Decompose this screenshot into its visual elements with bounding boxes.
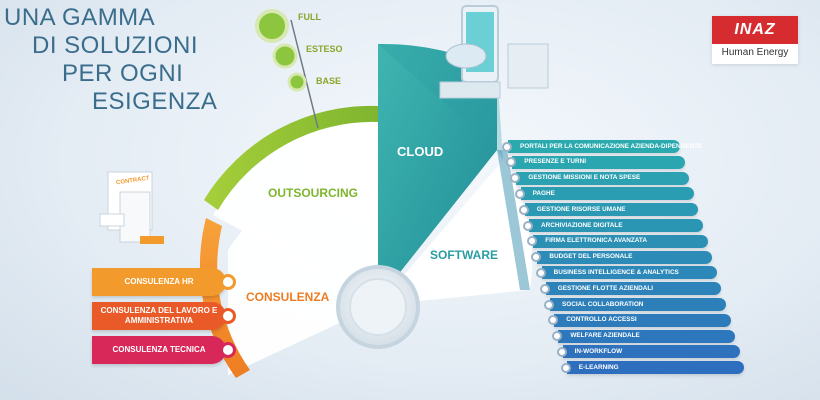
consulenza-item-tecnica[interactable]: CONSULENZA TECNICA: [92, 336, 236, 364]
outsourcing-base-2: [310, 116, 378, 305]
headline-line-4: ESIGENZA: [92, 88, 218, 115]
headline-line-1: UNA GAMMA: [4, 4, 156, 31]
software-item-label: PAGHE: [532, 189, 555, 197]
software-item[interactable]: GESTIONE RISORSE UMANE: [524, 203, 699, 217]
software-item[interactable]: SOCIAL COLLABORATION: [550, 298, 726, 311]
software-item[interactable]: PRESENZE E TURNI: [512, 155, 685, 169]
software-item-dot: [527, 236, 538, 247]
software-item-label: E-LEARNING: [578, 363, 619, 371]
software-item-dot: [552, 331, 563, 342]
software-item-label: FIRMA ELETTRONICA AVANZATA: [545, 237, 647, 245]
consulenza-item-ring: [220, 308, 236, 324]
software-item[interactable]: GESTIONE FLOTTE AZIENDALI: [545, 282, 722, 296]
headline-line-2: DI SOLUZIONI: [32, 32, 199, 59]
level-stick: [290, 19, 319, 129]
software-item[interactable]: CONTROLLO ACCESSI: [554, 313, 731, 327]
software-item[interactable]: ARCHIVIAZIONE DIGITALE: [529, 219, 703, 232]
inaz-logo: INAZ Human Energy: [712, 16, 798, 64]
software-item-dot: [535, 267, 546, 278]
software-item-label: GESTIONE FLOTTE AZIENDALI: [557, 284, 654, 292]
cloud-wedge: [378, 43, 497, 305]
software-item-label: GESTIONE RISORSE UMANE: [536, 205, 626, 213]
level-full-icon: [255, 9, 289, 43]
logo-tagline: Human Energy: [721, 47, 789, 58]
software-item-dot: [502, 141, 512, 152]
software-item-dot: [544, 299, 554, 310]
software-item-dot: [523, 220, 533, 231]
software-item-label: CONTROLLO ACCESSI: [566, 316, 637, 324]
consulenza-item-label: CONSULENZA TECNICA: [112, 345, 206, 354]
software-item[interactable]: GESTIONE MISSIONI E NOTA SPESE: [516, 171, 690, 185]
software-item-dot: [539, 283, 550, 294]
software-item-label: BUDGET DEL PERSONALE: [549, 253, 633, 261]
segment-software[interactable]: SOFTWARE: [430, 248, 498, 262]
software-item-label: ARCHIVIAZIONE DIGITALE: [541, 221, 623, 229]
software-item[interactable]: BUSINESS INTELLIGENCE & ANALYTICS: [541, 266, 717, 280]
outsourcing-base: [213, 128, 378, 305]
level-esteso-icon: [272, 43, 298, 69]
segment-outsourcing[interactable]: OUTSOURCING: [268, 186, 358, 200]
software-item-dot: [514, 188, 525, 199]
software-item-label: GESTIONE MISSIONI E NOTA SPESE: [528, 174, 641, 182]
level-esteso-label: ESTESO: [306, 44, 343, 54]
software-item-label: WELFARE AZIENDALE: [570, 332, 640, 340]
segment-cloud[interactable]: CLOUD: [397, 144, 444, 159]
consulenza-item-hr[interactable]: CONSULENZA HR: [92, 268, 236, 296]
segment-consulenza[interactable]: CONSULENZA: [246, 290, 330, 304]
software-item[interactable]: PORTALI PER LA COMUNICAZIONE AZIENDA-DIP…: [508, 140, 702, 153]
consulenza-base: [228, 222, 378, 375]
logo-brand: INAZ: [712, 16, 798, 44]
software-item-dot: [548, 315, 559, 326]
level-base-icon: [287, 72, 307, 92]
software-base: [378, 160, 533, 305]
consulenza-item-label: CONSULENZA HR: [124, 277, 194, 286]
level-full-label: FULL: [298, 12, 321, 22]
level-base-label: BASE: [316, 76, 342, 86]
consulenza-item-label: CONSULENZA DEL LAVORO E AMMINISTRATIVA: [100, 306, 218, 325]
consulenza-item-lavoro[interactable]: CONSULENZA DEL LAVORO E AMMINISTRATIVA: [92, 302, 236, 330]
headline-line-3: PER OGNI: [62, 60, 184, 87]
software-item-label: PRESENZE E TURNI: [524, 158, 586, 166]
software-item-label: PORTALI PER LA COMUNICAZIONE AZIENDA-DIP…: [520, 142, 703, 150]
software-item[interactable]: BUDGET DEL PERSONALE: [537, 250, 713, 264]
software-item[interactable]: WELFARE AZIENDALE: [558, 329, 736, 343]
consulenza-item-ring: [220, 274, 236, 290]
software-item[interactable]: IN-WORKFLOW: [562, 345, 740, 359]
cloud-device-illustration: [439, 5, 549, 99]
consulenza-item-ring: [220, 342, 236, 358]
software-item-dot: [510, 173, 521, 184]
software-edge: [497, 150, 530, 290]
software-item-label: BUSINESS INTELLIGENCE & ANALYTICS: [553, 268, 679, 276]
software-item-dot: [531, 252, 542, 263]
software-item-label: SOCIAL COLLABORATION: [562, 300, 644, 308]
software-item-dot: [518, 204, 529, 215]
software-item[interactable]: FIRMA ELETTRONICA AVANZATA: [533, 234, 708, 248]
software-item-dot: [506, 157, 517, 168]
software-item[interactable]: E-LEARNING: [566, 361, 745, 375]
contract-illustration: [99, 171, 164, 244]
headline: UNA GAMMA DI SOLUZIONI PER OGNI ESIGENZA: [4, 4, 234, 116]
outsourcing-arc: [204, 105, 378, 210]
consulenza-arc: [199, 218, 250, 378]
software-item-label: IN-WORKFLOW: [574, 347, 623, 355]
software-item-dot: [556, 346, 567, 357]
software-item[interactable]: PAGHE: [520, 187, 694, 201]
software-item-dot: [560, 362, 571, 373]
